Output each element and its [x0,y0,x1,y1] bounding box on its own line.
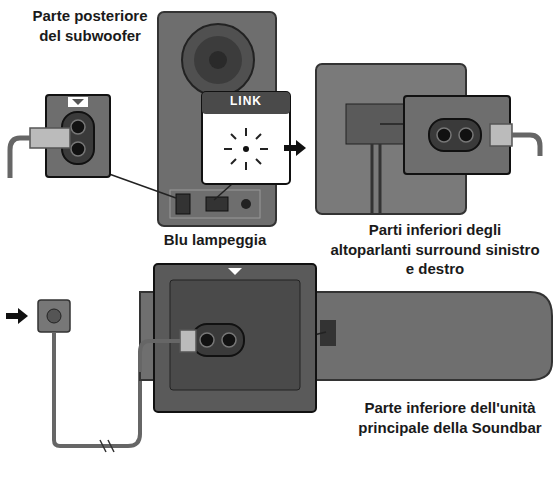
part-label: Parti inferiori degli altoparlanti surro… [330,220,540,279]
part-label: Parte inferiore dell'unità principale de… [350,398,550,437]
status-label: Blu lampeggia [140,230,290,250]
part-label: Parte posteriore del subwoofer [30,6,150,45]
indicator-label: LINK [202,94,290,110]
